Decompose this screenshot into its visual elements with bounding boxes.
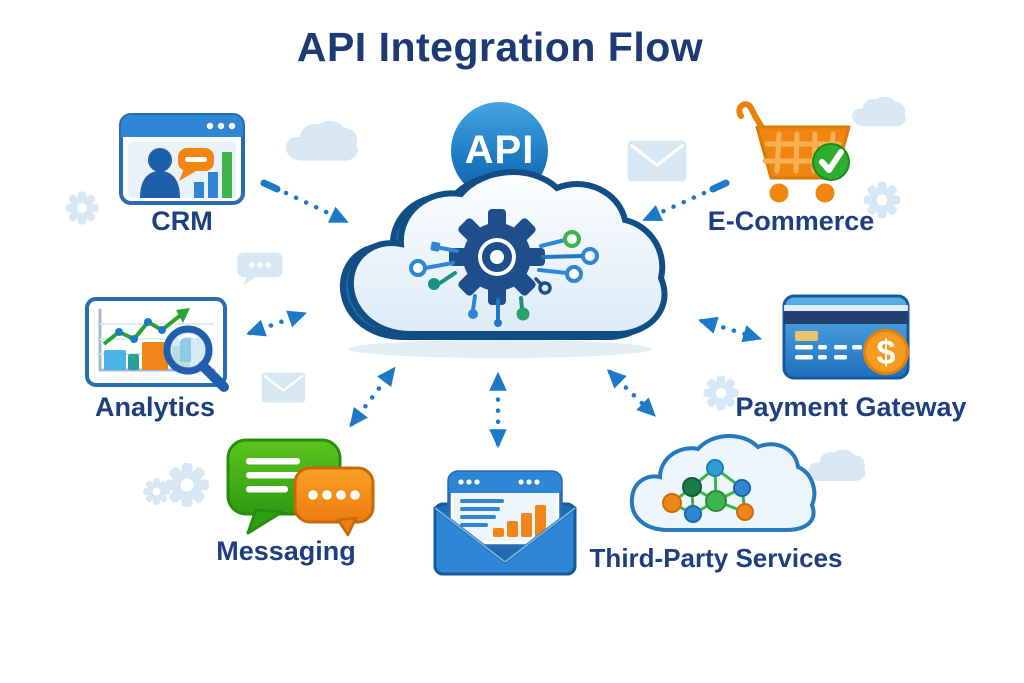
arrow-start-dash	[260, 179, 281, 193]
arrow-cloud-analytics	[246, 310, 307, 337]
thirdparty-label: Third-Party Services	[589, 543, 843, 573]
arrow-start-dash	[709, 179, 730, 193]
cloud-shadow	[348, 340, 652, 358]
gear-icon	[143, 478, 170, 505]
cloud-network-icon	[629, 433, 817, 532]
bar-chart-icon	[194, 152, 232, 198]
crm-browser-chart-icon	[119, 113, 245, 205]
gear-icon	[449, 209, 545, 305]
api-badge-label: API	[464, 128, 535, 172]
person-icon	[140, 148, 180, 198]
payment-label: Payment Gateway	[735, 392, 967, 422]
dollar-coin-icon: $	[863, 329, 909, 375]
chat-dots-icon	[237, 252, 283, 286]
dollar-symbol: $	[877, 334, 896, 372]
arrow-crm-to-cloud	[283, 190, 349, 224]
arrow-ecommerce-to-cloud	[642, 190, 707, 222]
bar-chart-magnifier-icon	[85, 297, 229, 392]
cart-wheel	[815, 183, 835, 203]
gear-icon	[863, 181, 901, 219]
arrow-cloud-messaging	[349, 366, 396, 428]
envelope-icon	[261, 372, 306, 403]
envelope-report-icon	[433, 470, 577, 576]
arrow-cloud-payment	[697, 316, 763, 343]
chat-bubbles-icon	[226, 438, 375, 537]
check-icon	[812, 143, 850, 181]
gear-icon	[703, 375, 739, 411]
cart-wheel	[769, 183, 789, 203]
cloud-icon	[285, 120, 358, 161]
card-chip	[795, 331, 818, 341]
trend-arrow-icon	[176, 308, 190, 323]
gear-icon	[65, 191, 99, 225]
messaging-label: Messaging	[216, 536, 356, 566]
shopping-cart-check-icon	[736, 101, 851, 203]
crm-label: CRM	[151, 206, 213, 236]
credit-card-dollar-icon: $	[782, 294, 910, 380]
api-cloud-gear-icon	[339, 169, 668, 340]
circuit-lines	[409, 230, 599, 327]
orange-chat-bubble	[293, 466, 375, 537]
cloud-icon	[808, 449, 866, 482]
speech-bubble-icon	[178, 148, 214, 181]
ecommerce-label: E-Commerce	[707, 206, 875, 236]
report-window	[447, 470, 563, 548]
arrow-cloud-thirdparty	[606, 369, 657, 417]
gear-icon	[165, 463, 209, 507]
network-nodes	[662, 459, 754, 523]
connection-arrows	[246, 179, 763, 449]
envelope-front	[433, 506, 577, 576]
page-title: API Integration Flow	[296, 24, 704, 70]
cloud-body	[629, 433, 817, 532]
analytics-label: Analytics	[94, 392, 216, 422]
magnifier-icon	[163, 325, 229, 392]
